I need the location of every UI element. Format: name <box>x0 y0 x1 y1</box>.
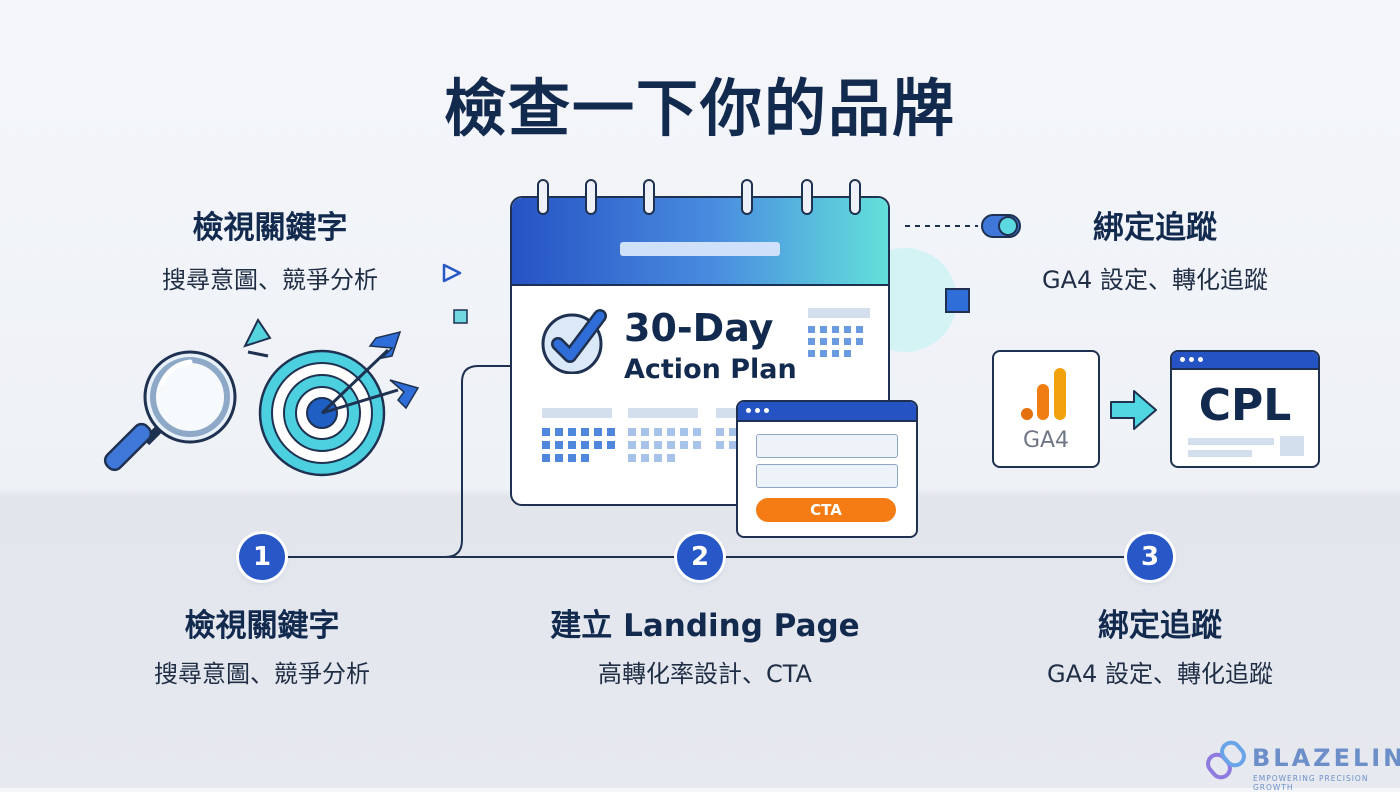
top-right-heading: 綁定追蹤 <box>1093 210 1217 246</box>
form-card-header <box>738 402 916 422</box>
magnifier-icon <box>103 350 237 472</box>
top-right-subtitle: GA4 設定、轉化追蹤 <box>1042 266 1268 294</box>
calendar-header-bar <box>620 242 780 256</box>
ga4-label: GA4 <box>1022 428 1070 453</box>
step-3-subtitle: GA4 設定、轉化追蹤 <box>1047 660 1273 688</box>
calendar-header <box>512 198 888 286</box>
decor-square-teal <box>453 309 468 324</box>
check-circle-icon <box>541 309 607 374</box>
step-1-subtitle: 搜尋意圖、競爭分析 <box>154 660 370 688</box>
top-left-heading: 檢視關鍵字 <box>192 210 348 246</box>
step-2-subtitle: 高轉化率設計、CTA <box>598 660 812 688</box>
top-left-subtitle: 搜尋意圖、競爭分析 <box>162 266 378 294</box>
brand-tagline: EMPOWERING PRECISION GROWTH <box>1253 774 1369 792</box>
step-3-circle: 3 <box>1127 534 1173 580</box>
decor-square-blue <box>945 288 970 313</box>
cpl-box <box>1280 436 1304 456</box>
form-card: CTA <box>736 400 918 538</box>
arrow-right-icon <box>1110 390 1157 430</box>
form-input-2 <box>756 464 898 488</box>
toggle-icon <box>981 214 1021 238</box>
blazelink-logo-icon <box>1206 740 1246 780</box>
ga4-card: GA4 <box>992 350 1100 468</box>
step-3-heading: 綁定追蹤 <box>1098 608 1222 644</box>
play-arrow-icon <box>442 263 462 283</box>
target-icon <box>243 318 420 477</box>
cpl-line-1 <box>1188 438 1274 445</box>
plan-subtitle: Action Plan <box>624 354 797 385</box>
step-1-heading: 檢視關鍵字 <box>184 608 340 644</box>
step-2-circle: 2 <box>677 534 723 580</box>
cpl-card: CPL <box>1170 350 1320 468</box>
brand-name: BLAZELINK <box>1252 744 1400 772</box>
cpl-label: CPL <box>1198 380 1292 431</box>
cpl-card-header <box>1172 352 1318 370</box>
plan-title: 30-Day <box>624 306 774 350</box>
page-title: 檢查一下你的品牌 <box>443 72 956 145</box>
step-2-heading: 建立 Landing Page <box>550 608 860 644</box>
calendar-rings <box>537 179 861 215</box>
form-input-1 <box>756 434 898 458</box>
calendar-grid <box>542 308 870 462</box>
ga4-logo-icon <box>1021 368 1066 420</box>
cpl-line-2 <box>1188 450 1252 457</box>
cta-button: CTA <box>756 498 896 522</box>
step-1-circle: 1 <box>239 534 285 580</box>
